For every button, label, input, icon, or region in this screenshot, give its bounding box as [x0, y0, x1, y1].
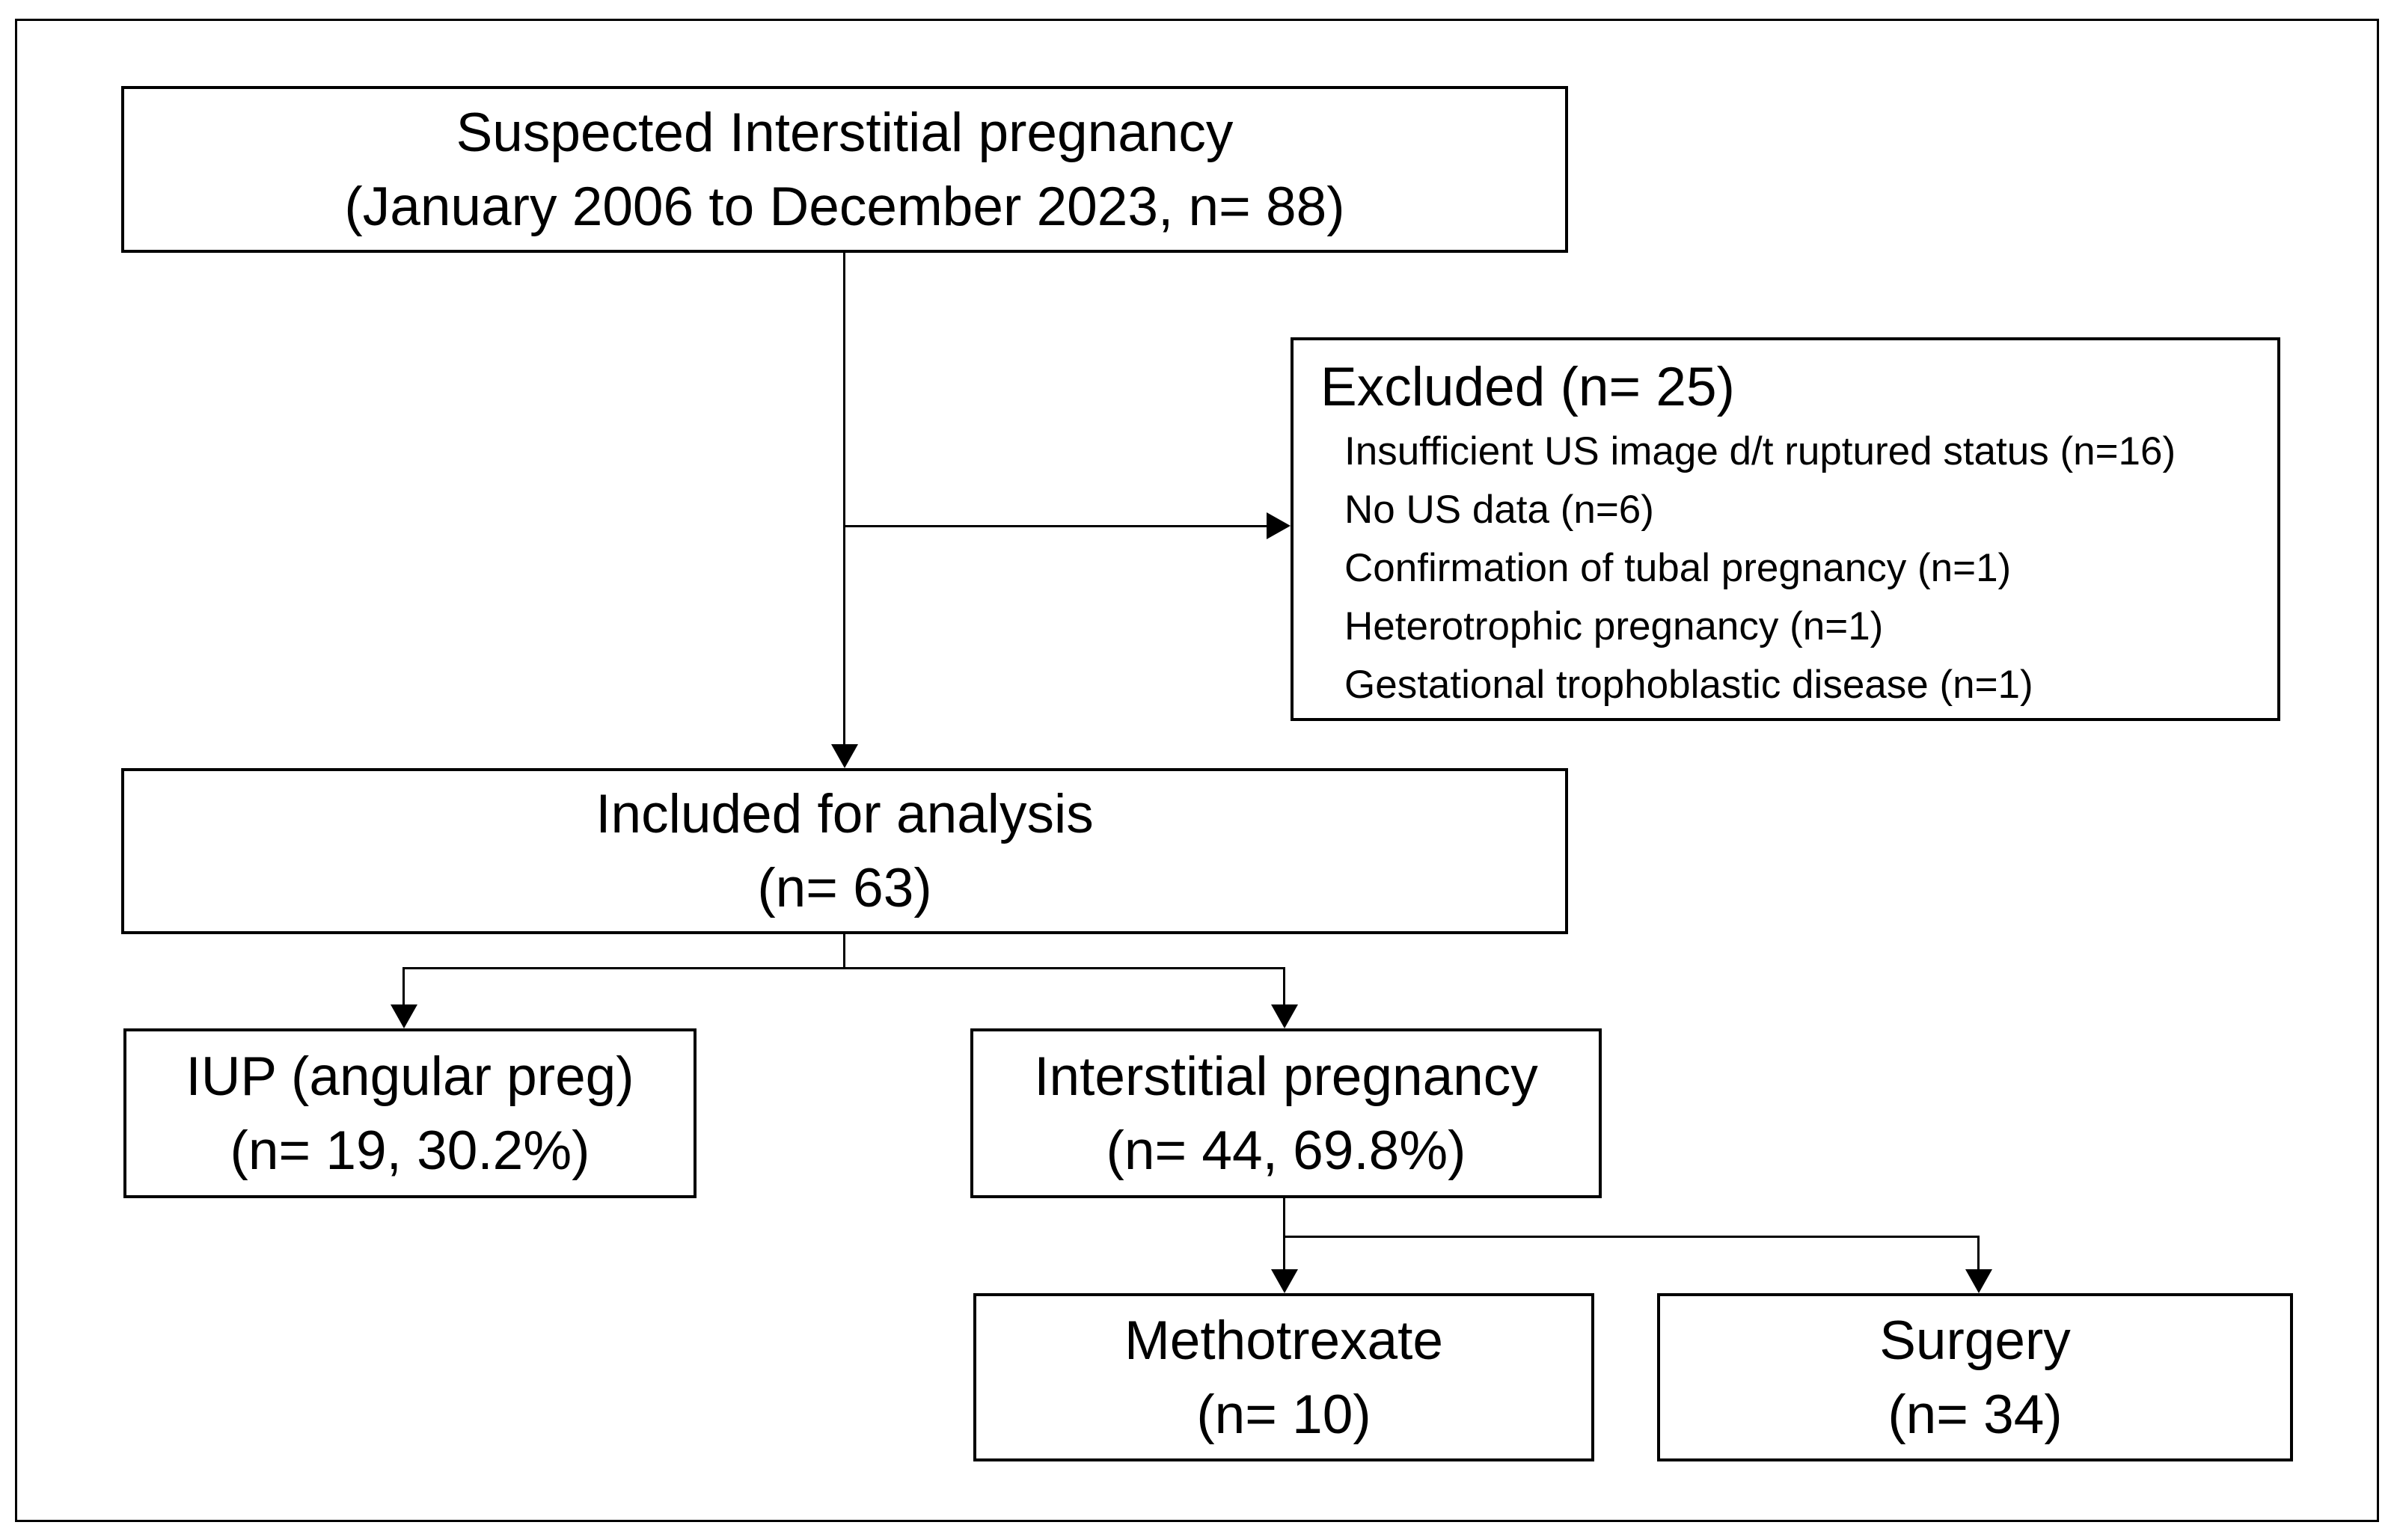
- arrowhead-into-excluded: [1267, 512, 1291, 539]
- node-methotrexate-line1: Methotrexate: [1124, 1310, 1444, 1371]
- arrowhead-into-included: [831, 744, 858, 768]
- node-surgery: Surgery (n= 34): [1657, 1293, 2293, 1461]
- connector-drop-to-iup: [402, 967, 405, 1006]
- node-suspected-line1: Suspected Interstitial pregnancy: [456, 102, 1234, 163]
- node-iup-line1: IUP (angular preg): [186, 1046, 634, 1107]
- node-surgery-line1: Surgery: [1879, 1310, 2071, 1371]
- node-suspected-line2: (January 2006 to December 2023, n= 88): [344, 176, 1345, 237]
- connector-interstitial-to-treatment: [1283, 1197, 1285, 1271]
- connector-drop-to-surgery: [1977, 1236, 1980, 1271]
- excluded-item-3: Confirmation of tubal pregnancy (n=1): [1344, 546, 2012, 590]
- node-methotrexate-line2: (n= 10): [1196, 1384, 1371, 1445]
- connector-treatment-bar: [1283, 1236, 1980, 1238]
- excluded-title: Excluded (n= 25): [1320, 357, 1735, 417]
- arrowhead-into-surgery: [1965, 1269, 1992, 1293]
- node-interstitial-line1: Interstitial pregnancy: [1034, 1046, 1538, 1107]
- node-excluded: Excluded (n= 25) Insufficient US image d…: [1291, 337, 2280, 721]
- figure-border: [15, 19, 2379, 1522]
- excluded-item-4: Heterotrophic pregnancy (n=1): [1344, 604, 1884, 648]
- arrowhead-into-iup: [391, 1004, 417, 1028]
- node-included-line2: (n= 63): [757, 858, 932, 918]
- excluded-item-2: No US data (n=6): [1344, 488, 1654, 532]
- node-iup-line2: (n= 19, 30.2%): [230, 1120, 590, 1181]
- node-included-line1: Included for analysis: [596, 784, 1094, 844]
- node-included-for-analysis: Included for analysis (n= 63): [121, 768, 1568, 934]
- excluded-item-1: Insufficient US image d/t ruptured statu…: [1344, 429, 2176, 473]
- arrowhead-into-interstitial: [1271, 1004, 1298, 1028]
- connector-included-to-split: [843, 933, 845, 969]
- node-methotrexate: Methotrexate (n= 10): [973, 1293, 1594, 1461]
- arrowhead-into-methotrexate: [1271, 1269, 1298, 1293]
- excluded-item-5: Gestational trophoblastic disease (n=1): [1344, 663, 2033, 707]
- connector-suspected-to-included: [843, 252, 845, 744]
- node-surgery-line2: (n= 34): [1888, 1384, 2063, 1445]
- connector-branch-to-excluded: [843, 525, 1267, 527]
- node-interstitial-pregnancy: Interstitial pregnancy (n= 44, 69.8%): [970, 1028, 1602, 1198]
- node-interstitial-line2: (n= 44, 69.8%): [1106, 1120, 1466, 1181]
- node-suspected-pregnancy: Suspected Interstitial pregnancy (Januar…: [121, 86, 1568, 253]
- node-iup-angular-preg: IUP (angular preg) (n= 19, 30.2%): [123, 1028, 697, 1198]
- connector-drop-to-interstitial: [1283, 967, 1285, 1006]
- connector-split-bar: [403, 967, 1285, 969]
